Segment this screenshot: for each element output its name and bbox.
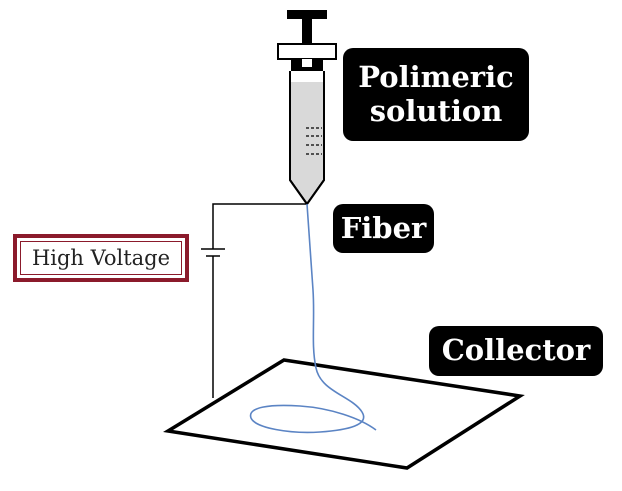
fiber-label-text: Fiber bbox=[340, 210, 427, 245]
fiber-strand bbox=[249, 203, 377, 434]
plunger-rod-gap bbox=[302, 59, 312, 67]
plunger-handle bbox=[287, 10, 327, 19]
high-voltage-label: High Voltage bbox=[13, 234, 189, 282]
fiber-label: Fiber bbox=[333, 204, 434, 253]
syringe bbox=[277, 10, 337, 206]
wire-top bbox=[212, 203, 307, 249]
high-voltage-label-inner: High Voltage bbox=[20, 241, 182, 275]
high-voltage-label-text: High Voltage bbox=[31, 246, 171, 270]
collector-label: Collector bbox=[429, 326, 603, 376]
polymer-solution-label-line2: solution bbox=[369, 93, 503, 128]
circuit-wires bbox=[201, 203, 307, 398]
graduation-marks bbox=[306, 127, 322, 155]
polymer-solution-label-line1: Polimeric bbox=[358, 60, 514, 95]
syringe-flange bbox=[277, 43, 337, 60]
polymer-solution-label: Polimeric solution bbox=[343, 48, 529, 141]
polymer-solution-fill bbox=[291, 82, 323, 202]
collector-label-text: Collector bbox=[441, 333, 591, 368]
plunger-rod bbox=[302, 18, 312, 44]
